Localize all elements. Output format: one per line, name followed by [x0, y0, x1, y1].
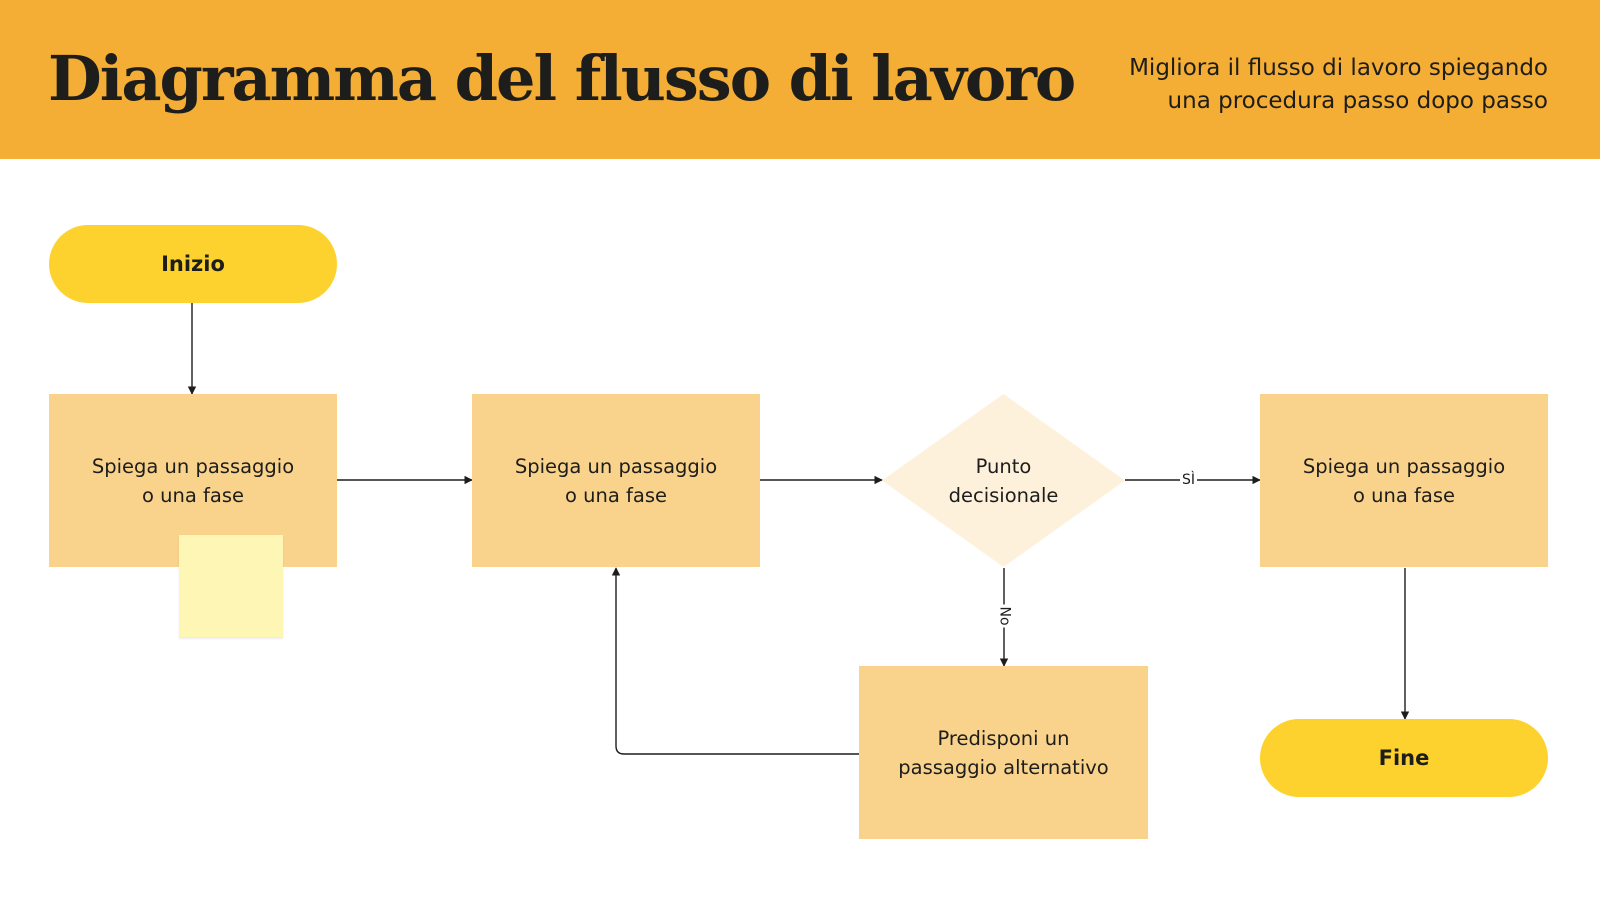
process-node-alternative-label: Predisponi un passaggio alternativo	[898, 726, 1109, 779]
process-node-step-1-label: Spiega un passaggio o una fase	[91, 454, 295, 507]
process-node-yes-branch-label: Spiega un passaggio o una fase	[1302, 454, 1506, 507]
header-banner: Diagramma del flusso di lavoro Migliora …	[0, 0, 1600, 159]
process-node-step-2-label: Spiega un passaggio o una fase	[514, 454, 718, 507]
start-node-label: Inizio	[161, 251, 225, 276]
end-node[interactable]: Fine	[1260, 719, 1548, 797]
end-node-label: Fine	[1378, 745, 1430, 770]
page-title: Diagramma del flusso di lavoro	[48, 42, 1076, 115]
page-subtitle: Migliora il flusso di lavoro spiegando u…	[1129, 55, 1548, 114]
decision-node[interactable]: Punto decisionale	[882, 394, 1125, 567]
sticky-note[interactable]	[179, 535, 283, 637]
decision-node-label: Punto decisionale	[948, 454, 1059, 507]
process-node-yes-branch[interactable]: Spiega un passaggio o una fase	[1260, 394, 1548, 567]
edge-alternative-to-step2	[611, 567, 859, 755]
decision-diamond-shape	[882, 394, 1125, 567]
process-node-step-2[interactable]: Spiega un passaggio o una fase	[472, 394, 760, 567]
start-node[interactable]: Inizio	[49, 225, 337, 303]
no-edge-label: No	[996, 604, 1013, 628]
process-node-alternative[interactable]: Predisponi un passaggio alternativo	[859, 666, 1148, 839]
yes-edge-label: SÌ	[1180, 472, 1198, 488]
